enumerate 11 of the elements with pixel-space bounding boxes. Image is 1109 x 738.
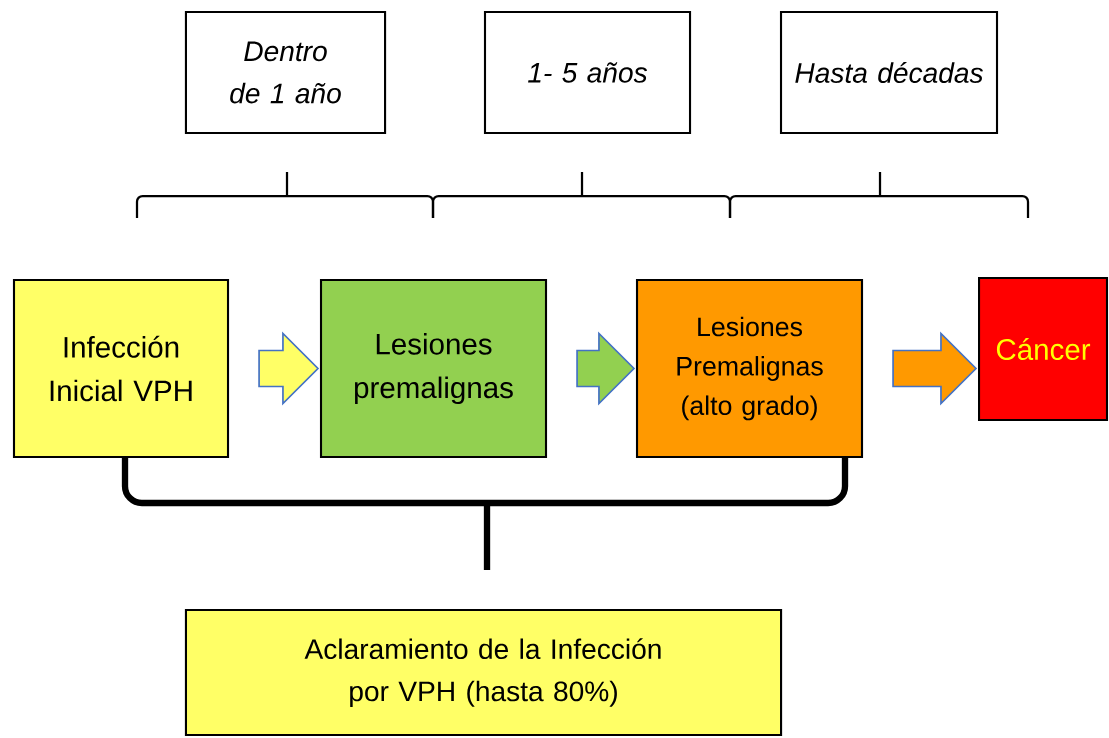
stage-box: Infección Inicial VPH <box>12 278 230 459</box>
time-box: 1- 5 años <box>483 10 692 135</box>
stage-box: Lesiones Premalignas (alto grado) <box>635 278 864 459</box>
stage-box: Cáncer <box>977 276 1109 422</box>
block-arrow <box>576 331 636 406</box>
time-box: Dentro de 1 año <box>184 10 387 135</box>
time-box: Hasta décadas <box>779 10 999 135</box>
result-box: Aclaramiento de la Infección por VPH (hasta 80%) <box>184 608 783 737</box>
block-arrow <box>258 331 320 406</box>
block-arrow <box>892 331 978 406</box>
stage-box: Lesiones premalignas <box>319 278 548 459</box>
